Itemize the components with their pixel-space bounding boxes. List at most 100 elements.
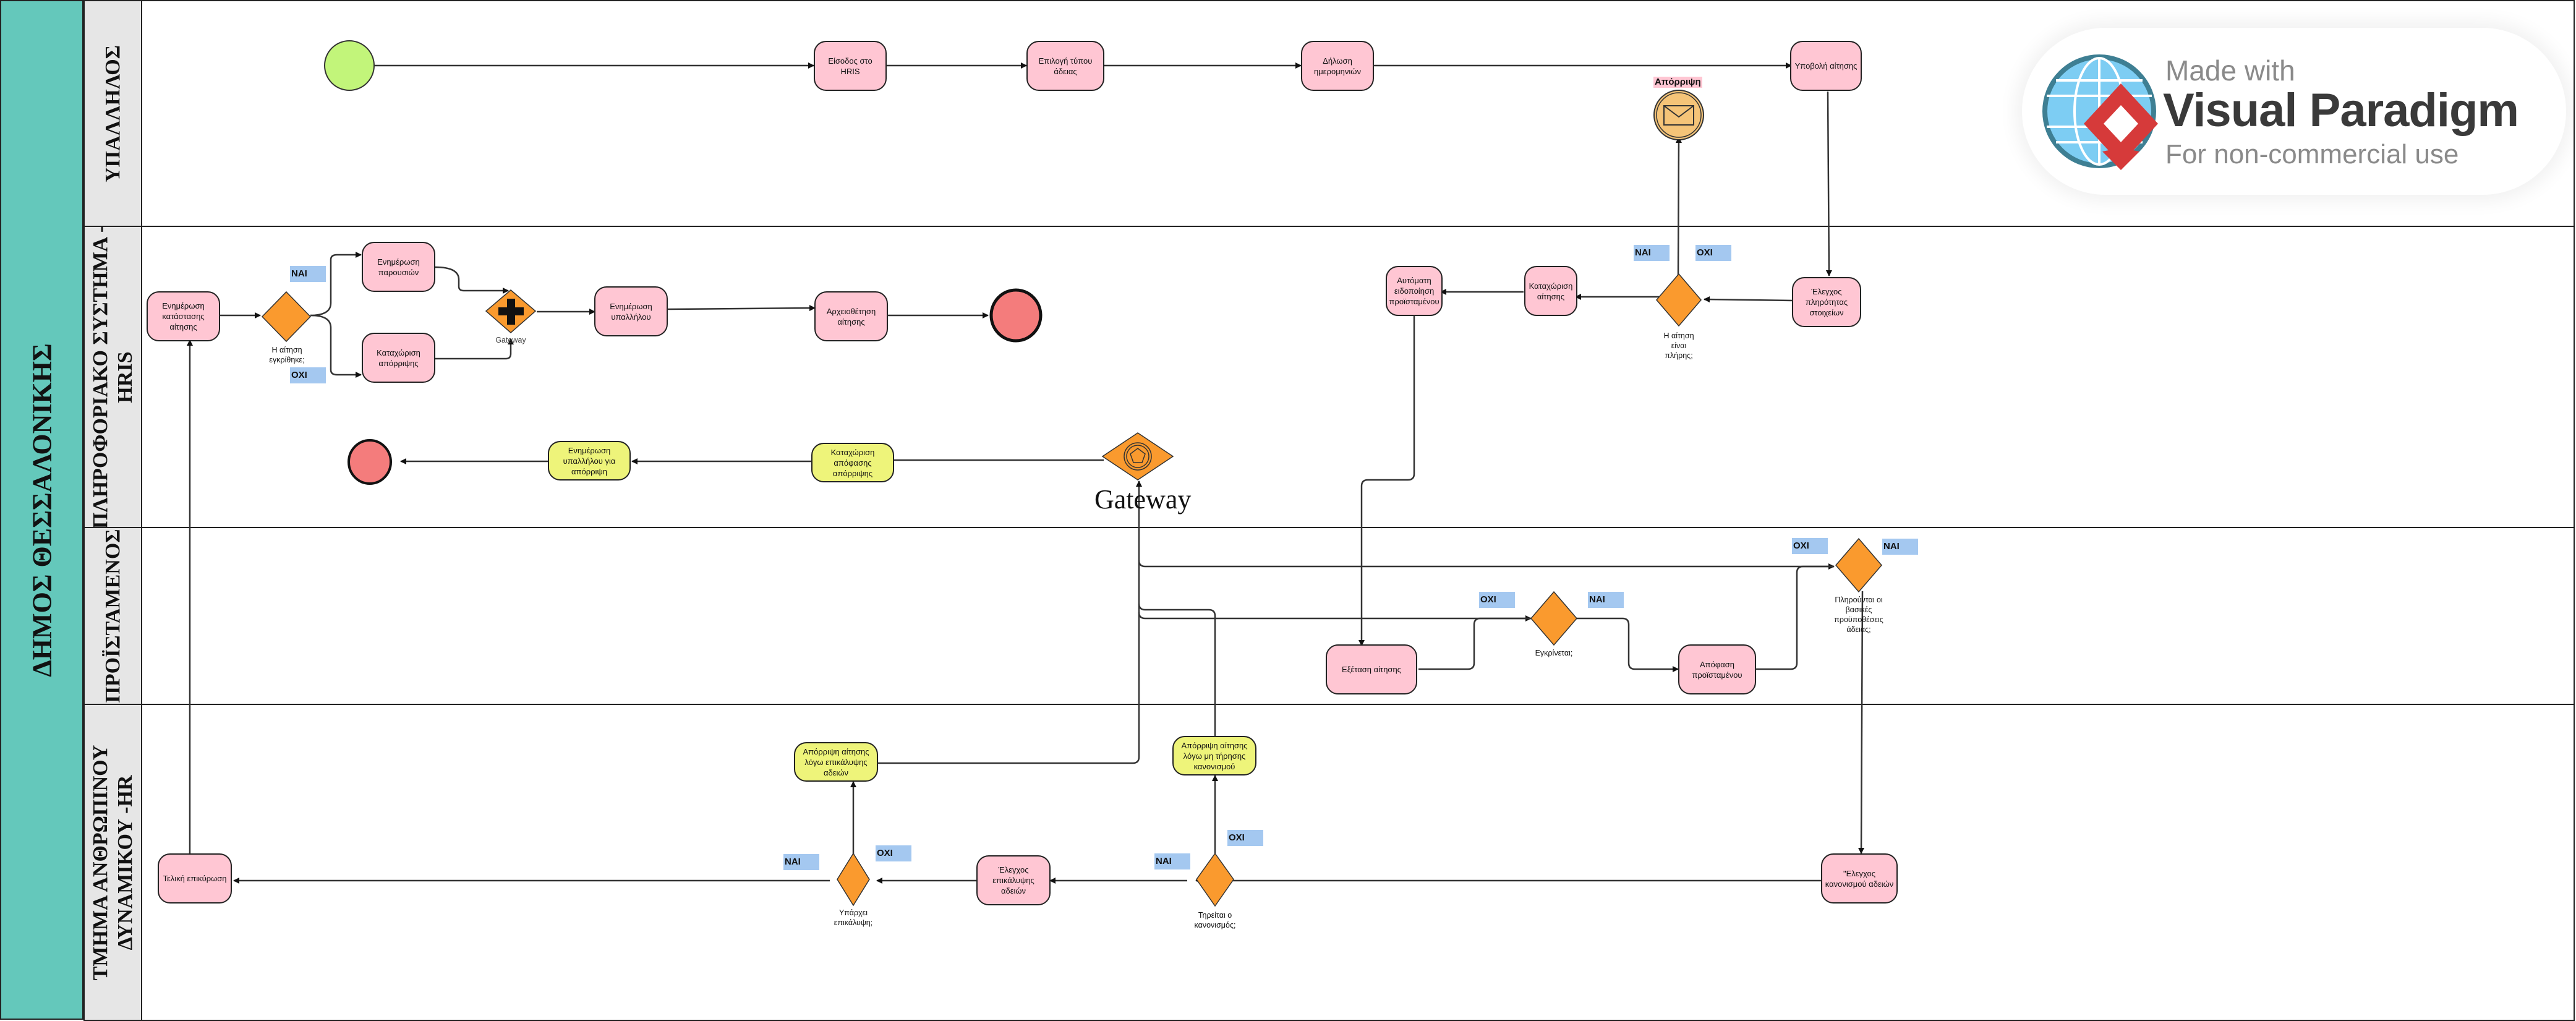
task-manager-decision[interactable]: Απόφαση προϊσταμένου bbox=[1678, 644, 1756, 694]
task-notify-rejection[interactable]: Ενημέρωση υπαλλήλου για απόρριψη bbox=[548, 441, 631, 481]
task-select-type-label: Επιλογή τύπου άδειας bbox=[1038, 56, 1093, 76]
task-check-completeness-label: Έλεγχος πληρότητας στοιχείων bbox=[1805, 287, 1848, 317]
lane-header-employee: ΥΠΑΛΛΗΛΟΣ bbox=[83, 0, 142, 227]
flow-reject-overlap-eventgw bbox=[856, 481, 1142, 764]
task-update-attendance[interactable]: Ενημέρωση παρουσιών bbox=[362, 242, 435, 292]
task-final-validation-label: Τελική επικύρωση bbox=[163, 874, 227, 883]
task-notify-rejection-label: Ενημέρωση υπαλλήλου για απόρριψη bbox=[563, 445, 616, 476]
tag-no: ΟΧΙ bbox=[1227, 830, 1263, 846]
gateway-regulation bbox=[1196, 852, 1234, 907]
flow-submit-check bbox=[1825, 91, 1832, 276]
task-auto-notify[interactable]: Αυτόματη ειδοποίηση προϊσταμένου bbox=[1386, 266, 1443, 316]
flow-requirements-no-eventgw bbox=[1138, 560, 1834, 568]
gateway-event-label: Gateway bbox=[1094, 484, 1192, 515]
watermark-made-with: Made with bbox=[2165, 54, 2295, 87]
task-reject-regulation-label: Απόρριψη αίτησης λόγω μη τήρησης κανονισ… bbox=[1181, 740, 1248, 771]
gateway-complete-label: Η αίτηση είναι πλήρης; bbox=[1663, 331, 1694, 360]
gateway-approve bbox=[1530, 591, 1577, 646]
task-examine-label: Εξέταση αίτησης bbox=[1342, 665, 1401, 674]
task-check-regulation-label: "Ελεγχος κανονισμού αδειών bbox=[1825, 868, 1894, 889]
task-login-label: Είσοδος στο HRIS bbox=[828, 56, 872, 76]
tag-yes: ΝΑΙ bbox=[290, 266, 326, 282]
task-check-overlap[interactable]: Έλεγχος επικάλυψης αδειών bbox=[976, 855, 1051, 905]
gateway-parallel-label: Gateway bbox=[495, 336, 526, 344]
tag-no: ΟΧΙ bbox=[876, 845, 911, 861]
gateway-overlap bbox=[837, 852, 870, 907]
gateway-approved-label: Η αίτηση εγκρίθηκε; bbox=[269, 346, 305, 364]
message-event-label: Απόρριψη bbox=[1653, 77, 1702, 88]
task-update-attendance-label: Ενημέρωση παρουσιών bbox=[377, 257, 420, 277]
gateway-requirements bbox=[1835, 537, 1882, 593]
gateway-overlap-label: Υπάρχει επικάλυψη; bbox=[834, 908, 873, 927]
flow-reject-regulation-eventgw bbox=[1138, 603, 1216, 737]
gateway-complete bbox=[1656, 273, 1702, 327]
tag-yes: ΝΑΙ bbox=[1588, 592, 1624, 608]
flow-check-complete bbox=[1704, 296, 1794, 303]
task-register-rejection[interactable]: Καταχώριση απόρριψης bbox=[362, 333, 435, 383]
task-update-employee[interactable]: Ενημέρωση υπαλλήλου bbox=[594, 286, 668, 336]
watermark-brand: Visual Paradigm bbox=[2163, 84, 2519, 137]
flow-gw-rejection bbox=[310, 314, 362, 378]
end-event-rejection bbox=[348, 439, 392, 485]
gateway-requirements-label: Πληρούνται οι βασικές προϋποθέσεις άδεια… bbox=[1834, 596, 1883, 634]
task-dates[interactable]: Δήλωση ημερομηνιών bbox=[1301, 41, 1374, 91]
message-event-rejection-icon bbox=[1653, 90, 1704, 140]
tag-yes: ΝΑΙ bbox=[1882, 539, 1918, 555]
task-manager-decision-label: Απόφαση προϊσταμένου bbox=[1692, 659, 1742, 680]
task-register-request[interactable]: Καταχώριση αίτησης bbox=[1524, 266, 1577, 316]
flow-requirements-checkreg bbox=[1858, 591, 1865, 854]
tag-no: ΟΧΙ bbox=[1695, 245, 1731, 261]
lane-hris bbox=[142, 226, 2575, 528]
flow-gw-attendance bbox=[310, 252, 362, 317]
lane-hr bbox=[142, 704, 2575, 1021]
task-update-employee-label: Ενημέρωση υπαλλήλου bbox=[610, 301, 652, 322]
flow-approve-no-eventgw bbox=[1138, 612, 1531, 620]
task-reject-regulation[interactable]: Απόρριψη αίτησης λόγω μη τήρησης κανονισ… bbox=[1172, 736, 1256, 775]
task-reject-overlap-label: Απόρριψη αίτησης λόγω επικάλυψης αδειών bbox=[803, 746, 869, 777]
watermark-note: For non-commercial use bbox=[2165, 139, 2459, 169]
flow-examine-approve bbox=[1418, 615, 1532, 670]
task-archive[interactable]: Αρχειοθέτηση αίτησης bbox=[814, 291, 888, 341]
task-update-status-label: Ενημέρωση κατάστασης αίτησης bbox=[162, 301, 205, 331]
gateway-approved bbox=[261, 291, 312, 343]
flow-rejection-parallel bbox=[435, 338, 514, 360]
task-register-request-label: Καταχώριση αίτησης bbox=[1529, 281, 1573, 301]
task-check-completeness[interactable]: Έλεγχος πληρότητας στοιχείων bbox=[1792, 277, 1861, 327]
task-archive-label: Αρχειοθέτηση αίτησης bbox=[826, 306, 876, 327]
tag-no: ΟΧΙ bbox=[290, 367, 326, 383]
gateway-parallel-icon bbox=[485, 289, 537, 333]
gateway-event-based-icon bbox=[1101, 432, 1174, 481]
task-register-rejection-label: Καταχώριση απόρριψης bbox=[377, 348, 420, 368]
flow-complete-message bbox=[1675, 137, 1682, 276]
tag-no: ΟΧΙ bbox=[1479, 592, 1515, 608]
task-final-validation[interactable]: Τελική επικύρωση bbox=[158, 853, 232, 904]
task-login[interactable]: Είσοδος στο HRIS bbox=[814, 41, 887, 91]
task-check-overlap-label: Έλεγχος επικάλυψης αδειών bbox=[992, 865, 1034, 895]
pool-header: ΔΗΜΟΣ ΘΕΣΣΑΛΟΝΙΚΗΣ bbox=[0, 0, 83, 1020]
end-event-archive bbox=[989, 288, 1043, 343]
flow-employee-archive bbox=[667, 305, 816, 312]
task-reject-overlap[interactable]: Απόρριψη αίτησης λόγω επικάλυψης αδειών bbox=[794, 742, 878, 782]
visual-paradigm-logo-icon bbox=[2042, 54, 2158, 170]
task-update-status[interactable]: Ενημέρωση κατάστασης αίτησης bbox=[147, 291, 220, 341]
task-register-rejection-decision[interactable]: Καταχώριση απόφασης απόρριψης bbox=[811, 443, 894, 482]
gateway-regulation-label: Τηρείται ο κανονισμός; bbox=[1194, 911, 1236, 929]
flow-approve-decision bbox=[1577, 617, 1679, 672]
lane-header-hr: ΤΜΗΜΑ ΑΝΘΡΩΠΙΝΟΥ ΔΥΝΑΜΙΚΟΥ -HR bbox=[83, 704, 142, 1021]
flow-attendance-parallel bbox=[435, 266, 509, 294]
task-submit[interactable]: Υποβολή αίτησης bbox=[1790, 41, 1862, 91]
gateway-approve-label: Εγκρίνεται; bbox=[1535, 649, 1573, 657]
task-check-regulation[interactable]: "Ελεγχος κανονισμού αδειών bbox=[1821, 853, 1898, 904]
watermark-badge: Made with Visual Paradigm For non-commer… bbox=[2022, 28, 2566, 195]
lane-header-manager: ΠΡΟΪΣΤΑΜΕΝΟΣ bbox=[83, 527, 142, 705]
flow-notify-examine bbox=[1358, 315, 1415, 646]
task-auto-notify-label: Αυτόματη ειδοποίηση προϊσταμένου bbox=[1389, 276, 1439, 306]
tag-yes: ΝΑΙ bbox=[1154, 853, 1190, 869]
task-examine[interactable]: Εξέταση αίτησης bbox=[1326, 644, 1417, 694]
lane-header-hris: ΠΛΗΡΟΦΟΡΙΑΚΟ ΣΥΣΤΗΜΑ - HRIS bbox=[83, 225, 142, 529]
task-select-type[interactable]: Επιλογή τύπου άδειας bbox=[1026, 41, 1104, 91]
flow-decision-requirements bbox=[1756, 563, 1835, 670]
tag-yes: ΝΑΙ bbox=[783, 854, 819, 870]
task-register-rejection-decision-label: Καταχώριση απόφασης απόρριψης bbox=[830, 447, 875, 478]
